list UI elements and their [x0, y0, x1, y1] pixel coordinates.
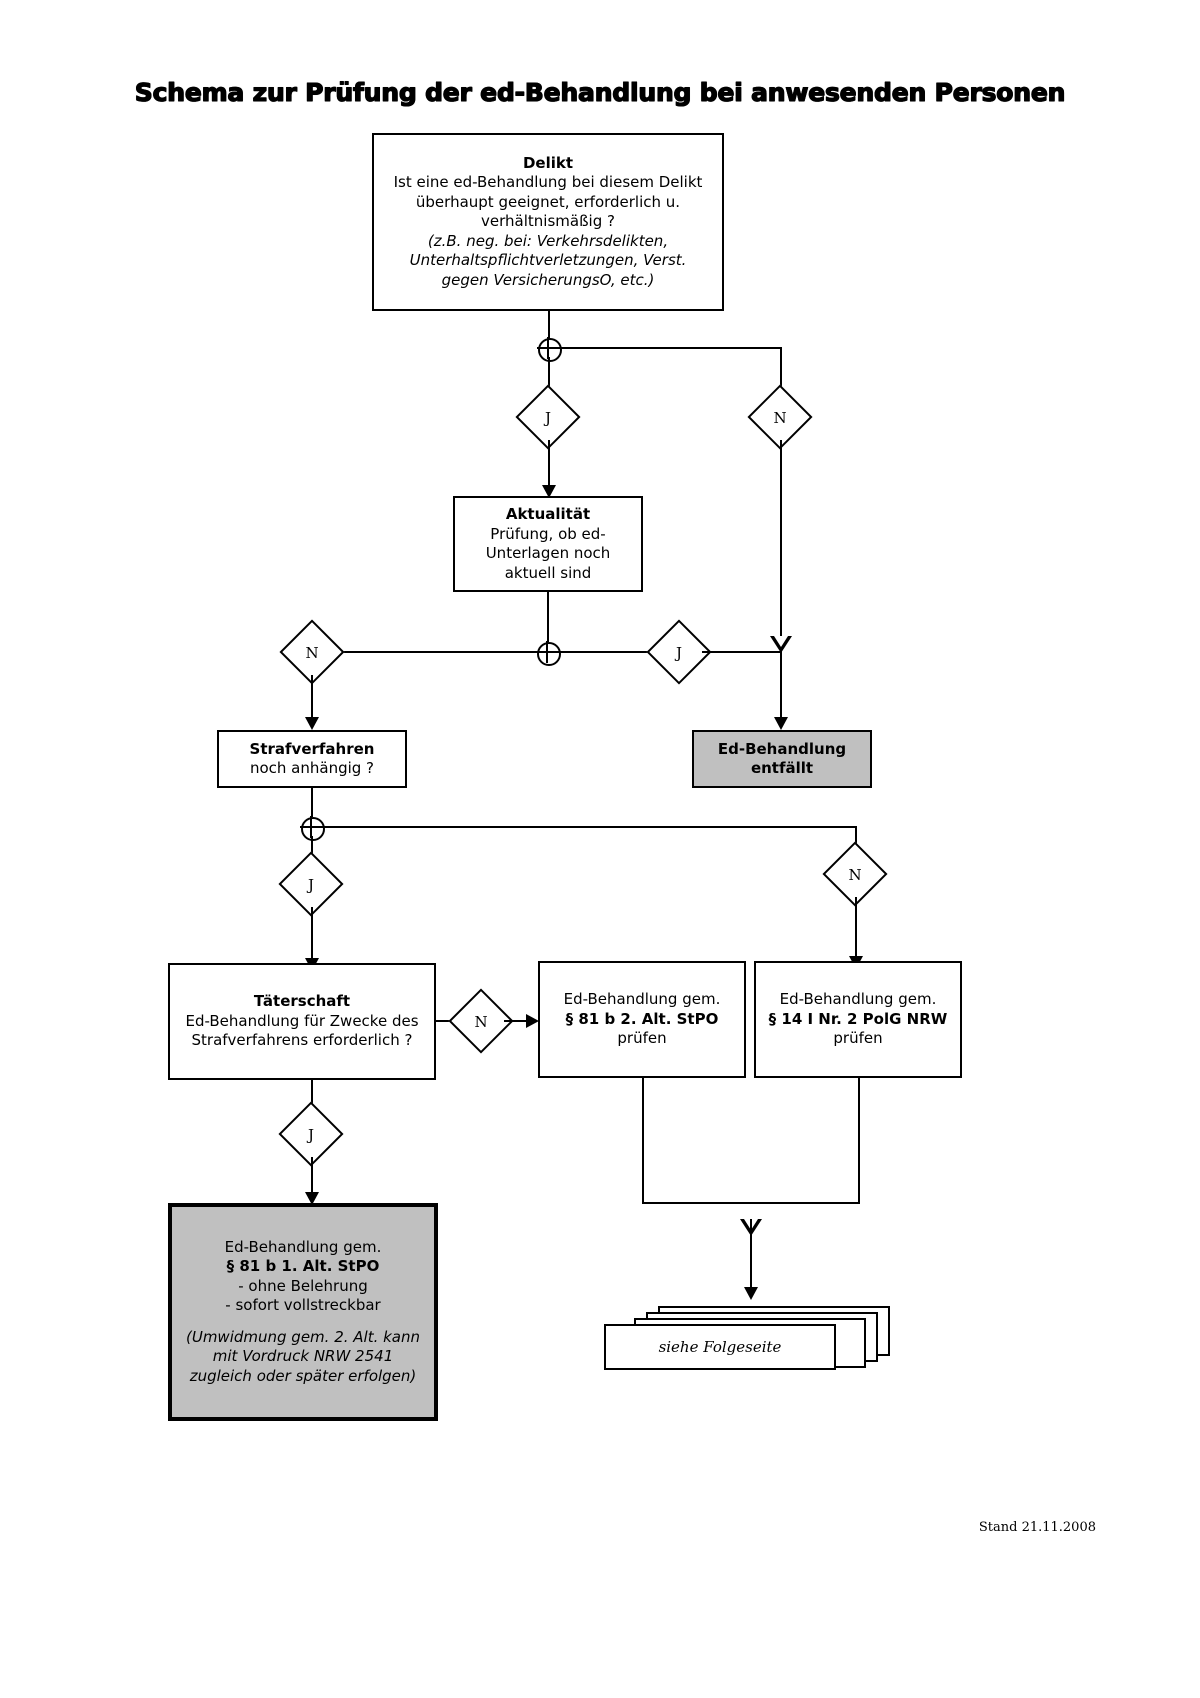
connector-aktualitaet-to-nein [335, 651, 539, 653]
node-taeterschaft-title: Täterschaft [253, 992, 351, 1011]
node-delikt-line2: überhaupt geeignet, erforderlich u. [415, 192, 681, 211]
page-title: Schema zur Prüfung der ed-Behandlung bei… [134, 77, 1066, 107]
node-aktualitaet-line3: aktuell sind [504, 563, 592, 582]
connector-delikt-to-junction1 [548, 311, 550, 348]
node-stpo1-note3: zugleich oder später erfolgen) [189, 1366, 417, 1385]
arrowhead-to-stpo2 [526, 1014, 539, 1028]
decision-taeterschaft-ja-label: J [307, 1125, 314, 1144]
node-ed-behandlung-entfaellt: Ed-Behandlung entfällt [692, 730, 872, 788]
decision-aktualitaet-ja-label: J [675, 643, 682, 662]
decision-taeterschaft-nein-label: N [474, 1012, 488, 1031]
node-polg-line1: Ed-Behandlung gem. [779, 990, 937, 1009]
connector-strafverfahren-branch-right [311, 826, 855, 828]
node-stpo1-note1: (Umwidmung gem. 2. Alt. kann [185, 1327, 421, 1346]
node-stpo1-line2: § 81 b 1. Alt. StPO [226, 1257, 380, 1276]
node-stpo1-note2: mit Vordruck NRW 2541 [212, 1347, 394, 1366]
node-aktualitaet: Aktualität Prüfung, ob ed- Unterlagen no… [453, 496, 643, 592]
connector-taeterschaft-ja-stem [311, 1080, 313, 1112]
connector-strafverfahren-ja-stem [311, 836, 313, 862]
connector-nein-to-strafverfahren [311, 675, 313, 721]
connector-nein-long [780, 440, 782, 636]
arrowhead-to-folgeseite [744, 1287, 758, 1300]
merge-marker-entfaellt [770, 636, 792, 653]
connector-merge-to-folgeseite [750, 1219, 752, 1291]
connector-merge-horizontal [642, 1202, 860, 1204]
decision-strafverfahren-nein-label: N [848, 865, 862, 884]
node-aktualitaet-line2: Unterlagen noch [485, 544, 611, 562]
junction-aktualitaet [536, 641, 561, 666]
node-delikt-line3: verhältnismäßig ? [481, 212, 615, 231]
node-strafverfahren-line1: noch anhängig ? [249, 759, 375, 777]
decision-delikt-ja-label: J [544, 408, 551, 427]
node-entfaellt-line1: Ed-Behandlung [717, 739, 847, 758]
connector-ja-to-taeterschaft [311, 907, 313, 963]
connector-ja-to-aktualitaet [548, 440, 550, 490]
decision-aktualitaet-nein-label: N [305, 643, 319, 662]
connector-aktualitaet-to-ja [557, 651, 656, 653]
node-delikt-note3: gegen VersicherungsO, etc.) [441, 270, 655, 289]
node-taeterschaft: Täterschaft Ed-Behandlung für Zwecke des… [168, 963, 436, 1080]
connector-merge-to-entfaellt [780, 653, 782, 721]
node-stpo1-line4: - sofort vollstreckbar [225, 1296, 381, 1315]
connector-delikt-nein-stem [780, 347, 782, 395]
node-strafverfahren: Strafverfahren noch anhängig ? [217, 730, 407, 788]
connector-aktualitaet-to-junction2 [547, 592, 549, 642]
node-stpo-2-alt: Ed-Behandlung gem. § 81 b 2. Alt. StPO p… [538, 961, 746, 1078]
connector-polg-down [858, 1078, 860, 1203]
junction-strafverfahren [300, 816, 325, 841]
node-delikt-line1: Ist eine ed-Behandlung bei diesem Delikt [393, 173, 703, 192]
node-strafverfahren-title: Strafverfahren [249, 739, 375, 758]
node-delikt-note1: (z.B. neg. bei: Verkehrsdelikten, [427, 231, 669, 250]
connector-ja-to-merge [702, 651, 782, 653]
node-stpo2-line2: § 81 b 2. Alt. StPO [565, 1009, 719, 1028]
connector-nein-to-polg [855, 897, 857, 961]
arrowhead-to-strafverfahren [305, 717, 319, 730]
node-delikt-note2: Unterhaltspflichtverletzungen, Verst. [409, 251, 687, 270]
node-aktualitaet-line1: Prüfung, ob ed- [490, 524, 606, 543]
node-stpo2-line3: prüfen [617, 1029, 667, 1048]
node-siehe-folgeseite: siehe Folgeseite [600, 1306, 900, 1374]
node-polg-nrw: Ed-Behandlung gem. § 14 I Nr. 2 PolG NRW… [754, 961, 962, 1078]
node-entfaellt-line2: entfällt [750, 759, 814, 777]
node-delikt: Delikt Ist eine ed-Behandlung bei diesem… [372, 133, 724, 311]
node-taeterschaft-line2: Strafverfahrens erforderlich ? [191, 1031, 413, 1050]
footer-date: Stand 21.11.2008 [978, 1520, 1096, 1535]
node-polg-line3: prüfen [833, 1029, 883, 1048]
decision-strafverfahren-ja-label: J [307, 875, 314, 894]
node-aktualitaet-title: Aktualität [505, 505, 591, 523]
node-stpo2-line1: Ed-Behandlung gem. [563, 990, 721, 1009]
connector-nein-to-stpo2 [504, 1020, 532, 1022]
node-stpo1-line3: - ohne Belehrung [238, 1276, 368, 1295]
node-taeterschaft-line1: Ed-Behandlung für Zwecke des [185, 1011, 419, 1030]
connector-delikt-branch-right [548, 347, 781, 349]
node-stpo-1-alt: Ed-Behandlung gem. § 81 b 1. Alt. StPO -… [168, 1203, 438, 1421]
node-folgeseite-label: siehe Folgeseite [658, 1338, 782, 1356]
junction-delikt [537, 337, 562, 362]
arrowhead-to-aktualitaet [542, 485, 556, 498]
decision-delikt-nein-label: N [773, 408, 787, 427]
connector-taeterschaft-to-nein [436, 1020, 458, 1022]
connector-delikt-ja-stem [548, 357, 550, 395]
node-polg-line2: § 14 I Nr. 2 PolG NRW [768, 1009, 948, 1028]
doc-sheet-front: siehe Folgeseite [604, 1324, 836, 1370]
arrowhead-to-stpo1 [305, 1192, 319, 1205]
connector-strafverfahren-to-junction3 [311, 788, 313, 817]
connector-ja-to-stpo1 [311, 1157, 313, 1199]
node-stpo1-line1: Ed-Behandlung gem. [224, 1237, 382, 1256]
node-delikt-title: Delikt [522, 153, 574, 172]
connector-stpo2-down [642, 1078, 644, 1203]
connector-strafverfahren-nein-stem [855, 826, 857, 852]
arrowhead-to-entfaellt [774, 717, 788, 730]
